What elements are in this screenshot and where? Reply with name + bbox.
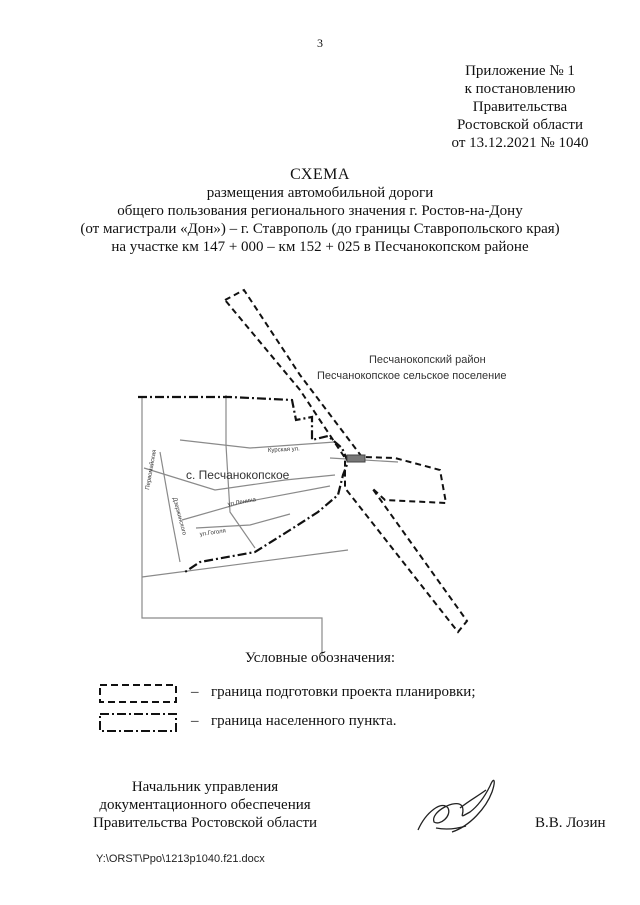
junction-marker [346, 454, 366, 463]
legend-text-planning: граница подготовки проекта планировки; [211, 684, 476, 700]
planning-boundary-line [224, 288, 469, 634]
street-gogolya-label: ул.Гоголя [199, 528, 226, 538]
settlement-label: Песчанокопское сельское поселение [317, 370, 507, 382]
street-pervomayskaya-label: Первомайская [144, 449, 158, 490]
signatory-name: В.В. Лозин [535, 815, 606, 831]
signature-position-line-1: Начальник управления [131, 779, 279, 795]
settlement-boundary [138, 395, 350, 573]
map-base-lines [141, 395, 399, 655]
street-lenina-lower [181, 485, 331, 521]
road-south [141, 549, 349, 578]
appendix-line-3: Правительства [472, 99, 568, 115]
appendix-line-1: Приложение № 1 [465, 63, 575, 79]
appendix-line-5: от 13.12.2021 № 1040 [451, 135, 589, 151]
signature-position-line-3: Правительства Ростовской области [92, 815, 318, 831]
street-lenina-line [143, 467, 336, 491]
signature-drawing [417, 779, 495, 833]
appendix-line-2: к постановлению [464, 81, 576, 97]
title-line-2: общего пользования регионального значени… [117, 203, 523, 219]
street-kurskaya-label: Курская ул. [268, 446, 300, 454]
title-line-4: на участке км 147 + 000 – км 152 + 025 в… [111, 239, 529, 255]
planning-boundary [224, 288, 469, 634]
signature-position-line-2: документационного обеспечения [99, 797, 311, 813]
legend-dash-1: – [191, 684, 199, 700]
document-title: СХЕМА размещения автомобильной дороги об… [60, 166, 580, 256]
legend-dash-2: – [191, 713, 199, 729]
page-number: 3 [317, 36, 323, 50]
street-kurskaya-line [179, 439, 336, 449]
title-line-1: размещения автомобильной дороги [206, 185, 434, 201]
legend-heading: Условные обозначения: [244, 650, 396, 666]
legend-symbol-planning [99, 684, 177, 703]
file-path-footer: Y:\ORST\Ppo\1213p1040.f21.docx [96, 853, 265, 865]
street-vertical-line [225, 395, 256, 549]
title-main: СХЕМА [290, 166, 350, 183]
appendix-header: Приложение № 1 к постановлению Правитель… [420, 62, 620, 152]
legend-text-settlement: граница населенного пункта. [211, 713, 397, 729]
title-line-3: (от магистрали «Дон») – г. Ставрополь (д… [80, 221, 560, 237]
district-outline [141, 397, 323, 655]
settlement-boundary-line [138, 395, 350, 573]
district-label: Песчанокопский район [369, 354, 486, 366]
legend-symbol-settlement [99, 713, 177, 732]
street-dzerzhinskogo-line [159, 451, 181, 563]
village-label: с. Песчанокопское [186, 468, 290, 482]
signature-block: Начальник управления документационного о… [80, 778, 330, 832]
street-gogolya-line [195, 513, 291, 529]
street-lenina-label: ул.Ленина [227, 497, 257, 508]
appendix-line-4: Ростовской области [457, 117, 583, 133]
